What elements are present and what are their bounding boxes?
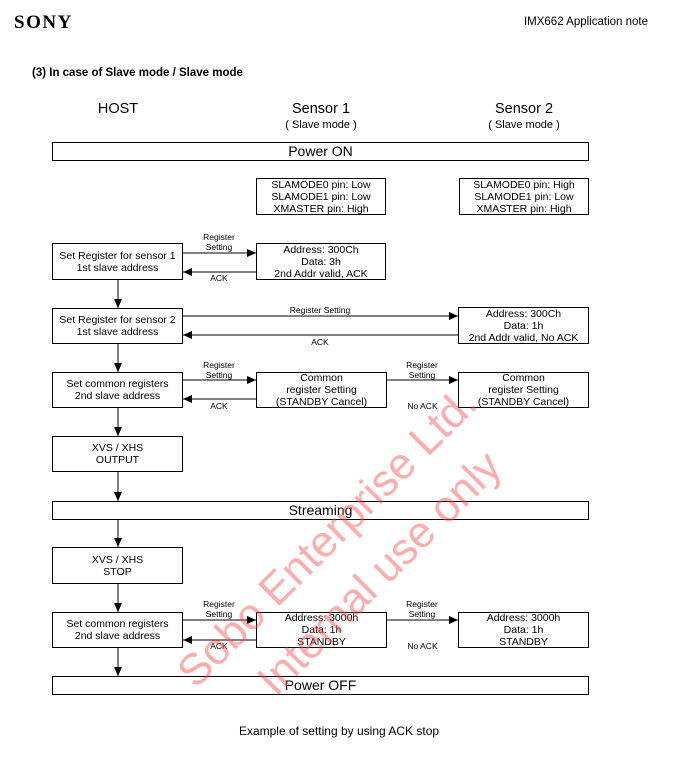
response-line: (STANDBY Cancel) xyxy=(477,396,570,408)
pin-line: SLAMODE0 pin: High xyxy=(473,178,575,191)
step-line: XVS / XHS xyxy=(91,442,144,454)
step-line: Set Register for sensor 2 xyxy=(59,314,176,326)
ack-label: ACK xyxy=(210,273,228,283)
response-line: STANDBY xyxy=(297,636,346,648)
response-line: Address: 300Ch xyxy=(485,307,562,320)
sensor1-address-response: Address: 300Ch Data: 3h 2nd Addr valid, … xyxy=(256,243,386,280)
sensor2-common-register: Common register Setting (STANDBY Cancel) xyxy=(458,372,589,408)
register-setting-label: Register Setting xyxy=(289,305,351,315)
host-step-common-registers: Set common registers 2nd slave address xyxy=(52,372,183,408)
step-line: 1st slave address xyxy=(76,326,159,338)
response-line: STANDBY xyxy=(499,636,548,648)
step-line: STOP xyxy=(103,565,132,578)
sensor1-standby: Address: 3000h Data: 1h STANDBY xyxy=(256,612,387,648)
step-line: 2nd slave address xyxy=(74,630,161,642)
label-line: Register xyxy=(203,599,235,609)
response-line: Data: 1h xyxy=(301,624,342,636)
no-ack-label: No ACK xyxy=(407,401,438,411)
step-line: Set common registers xyxy=(66,378,169,390)
sensor2-column-title: Sensor 2 xyxy=(494,101,554,117)
pin-line: SLAMODE1 pin: Low xyxy=(271,190,371,203)
label-line: Register xyxy=(406,599,438,609)
sensor2-mode: ( Slave mode ) xyxy=(488,119,560,131)
pin-line: XMASTER pin: High xyxy=(273,202,369,215)
host-step-set-sensor1: Set Register for sensor 1 1st slave addr… xyxy=(52,243,183,280)
label-line: Setting xyxy=(408,609,436,619)
response-line: Data: 1h xyxy=(503,319,544,332)
ack-label: ACK xyxy=(210,401,228,411)
register-setting-label: Register Setting xyxy=(189,360,249,380)
response-line: Address: 3000h xyxy=(284,612,359,624)
response-line: 2nd Addr valid, ACK xyxy=(274,267,368,280)
response-line: Data: 3h xyxy=(301,255,341,268)
label-line: Setting xyxy=(205,370,233,380)
sensor2-pin-config: SLAMODE0 pin: High SLAMODE1 pin: Low XMA… xyxy=(459,178,589,215)
response-line: register Setting xyxy=(286,384,357,396)
register-setting-label: Register Setting xyxy=(189,232,249,252)
response-line: Data: 1h xyxy=(503,624,544,636)
document-title: IMX662 Application note xyxy=(523,16,648,28)
sensor1-mode: ( Slave mode ) xyxy=(285,119,357,131)
figure-caption: Example of setting by using ACK stop xyxy=(238,724,440,738)
host-step-set-sensor2: Set Register for sensor 2 1st slave addr… xyxy=(52,308,183,344)
sensor2-standby: Address: 3000h Data: 1h STANDBY xyxy=(458,612,589,648)
ack-label: ACK xyxy=(210,641,228,651)
response-line: register Setting xyxy=(488,384,559,396)
step-line: Set common registers xyxy=(66,618,169,630)
sensor1-common-register: Common register Setting (STANDBY Cancel) xyxy=(256,372,387,408)
register-setting-label: Register Setting xyxy=(392,360,452,380)
label-line: Register xyxy=(203,360,235,370)
host-column-title: HOST xyxy=(97,101,139,117)
step-line: Set Register for sensor 1 xyxy=(59,249,176,262)
section-title: (3) In case of Slave mode / Slave mode xyxy=(32,67,243,79)
host-step-xvs-stop: XVS / XHS STOP xyxy=(52,547,183,584)
response-line: (STANDBY Cancel) xyxy=(275,396,368,408)
register-setting-label: Register Setting xyxy=(189,599,249,619)
step-line: XVS / XHS xyxy=(91,553,144,566)
label-line: Setting xyxy=(205,242,233,252)
response-line: Address: 300Ch xyxy=(283,243,359,256)
step-line: 2nd slave address xyxy=(74,390,161,402)
sensor2-address-response: Address: 300Ch Data: 1h 2nd Addr valid, … xyxy=(458,307,589,344)
response-line: 2nd Addr valid, No ACK xyxy=(468,331,579,344)
step-line: OUTPUT xyxy=(95,454,140,466)
streaming-bar: Streaming xyxy=(52,501,589,520)
pin-line: SLAMODE1 pin: Low xyxy=(474,190,574,203)
response-line: Common xyxy=(502,372,545,384)
sony-logo: SONY xyxy=(14,12,73,33)
sensor1-pin-config: SLAMODE0 pin: Low SLAMODE1 pin: Low XMAS… xyxy=(256,178,386,215)
no-ack-label: No ACK xyxy=(407,641,438,651)
response-line: Common xyxy=(300,372,343,384)
label-line: Setting xyxy=(205,609,233,619)
host-step-xvs-output: XVS / XHS OUTPUT xyxy=(52,436,183,472)
label-line: Register xyxy=(203,232,235,242)
register-setting-label: Register Setting xyxy=(392,599,452,619)
ack-label: ACK xyxy=(311,337,329,347)
power-on-bar: Power ON xyxy=(52,142,589,161)
label-line: Register xyxy=(406,360,438,370)
response-line: Address: 3000h xyxy=(486,612,561,624)
pin-line: XMASTER pin: High xyxy=(476,202,572,215)
pin-line: SLAMODE0 pin: Low xyxy=(271,178,371,191)
sensor1-column-title: Sensor 1 xyxy=(291,101,351,117)
label-line: Setting xyxy=(408,370,436,380)
power-off-bar: Power OFF xyxy=(52,676,589,695)
host-step-common-registers-standby: Set common registers 2nd slave address xyxy=(52,612,183,648)
step-line: 1st slave address xyxy=(76,261,159,274)
